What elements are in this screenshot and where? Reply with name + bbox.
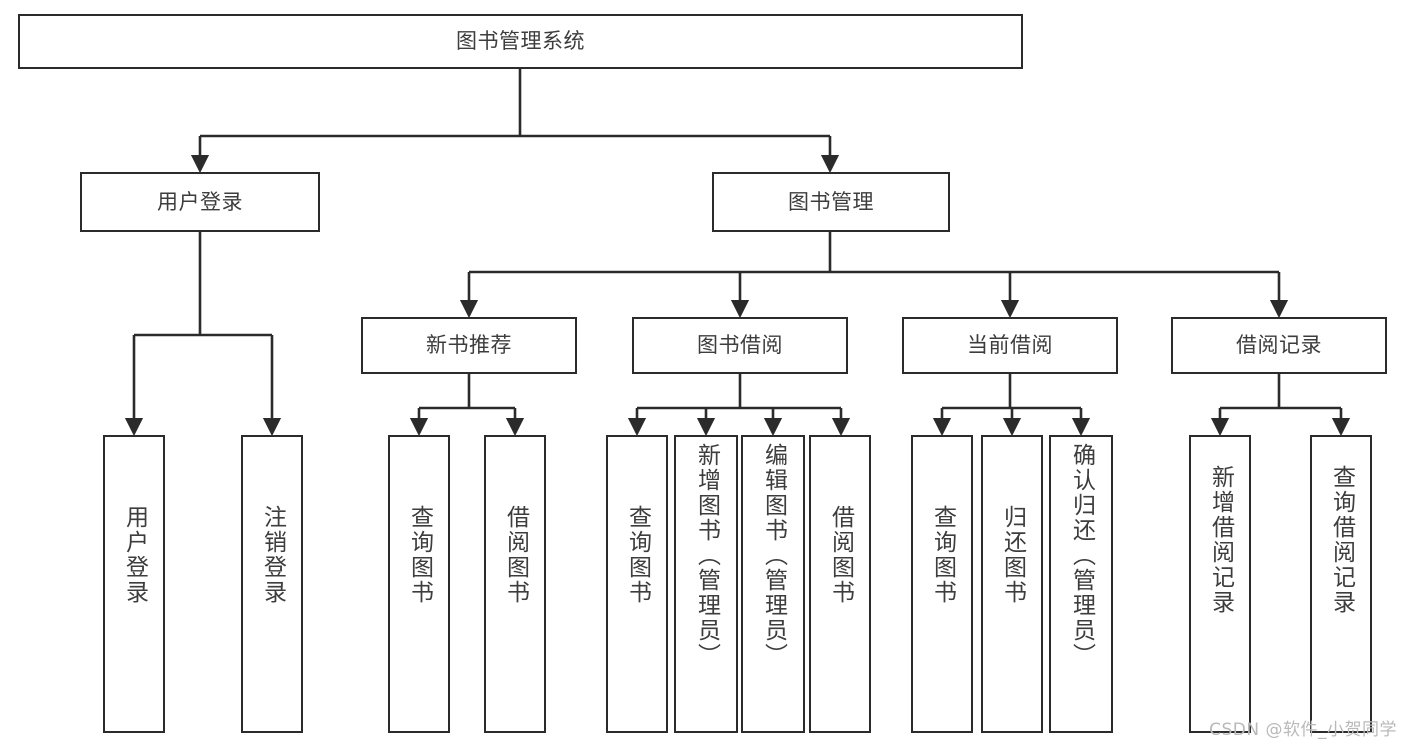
- node-new-book-recommend-label: 新书推荐: [426, 333, 512, 358]
- leaf-return-book[interactable]: 归还图书: [981, 435, 1043, 733]
- leaf-borrow-book-borrow[interactable]: 借阅图书: [809, 435, 871, 733]
- leaf-add-borrow-record[interactable]: 新增借阅记录: [1189, 435, 1251, 733]
- leaf-edit-book-admin[interactable]: 编辑图书（管理员）: [741, 435, 805, 733]
- node-user-login-label: 用户登录: [157, 189, 243, 214]
- leaf-query-book-borrow[interactable]: 查询图书: [606, 435, 668, 733]
- node-borrow-record-label: 借阅记录: [1236, 333, 1322, 358]
- node-root-label: 图书管理系统: [456, 29, 585, 54]
- node-root[interactable]: 图书管理系统: [18, 14, 1023, 69]
- leaf-borrow-book-borrow-label: 借阅图书: [827, 505, 854, 605]
- node-new-book-recommend[interactable]: 新书推荐: [361, 317, 577, 374]
- leaf-confirm-return-admin-label: 确认归还（管理员）: [1068, 443, 1095, 668]
- leaf-logout[interactable]: 注销登录: [241, 435, 303, 733]
- node-current-borrow[interactable]: 当前借阅: [902, 317, 1118, 374]
- leaf-borrow-book-newbook[interactable]: 借阅图书: [484, 435, 546, 733]
- node-user-login[interactable]: 用户登录: [80, 172, 320, 232]
- leaf-query-borrow-record-label: 查询借阅记录: [1328, 465, 1355, 615]
- leaf-query-book-current[interactable]: 查询图书: [911, 435, 973, 733]
- leaf-logout-label: 注销登录: [259, 505, 286, 605]
- leaf-query-book-newbook[interactable]: 查询图书: [388, 435, 450, 733]
- node-borrow-record[interactable]: 借阅记录: [1171, 317, 1387, 374]
- leaf-add-book-admin-label: 新增图书（管理员）: [693, 443, 720, 668]
- leaf-edit-book-admin-label: 编辑图书（管理员）: [760, 443, 787, 668]
- csdn-watermark: CSDN @软件_小贺同学: [1209, 720, 1397, 740]
- leaf-add-borrow-record-label: 新增借阅记录: [1207, 465, 1234, 615]
- leaf-query-book-current-label: 查询图书: [929, 505, 956, 605]
- leaf-user-login[interactable]: 用户登录: [103, 435, 165, 733]
- leaf-query-book-borrow-label: 查询图书: [624, 505, 651, 605]
- leaf-confirm-return-admin[interactable]: 确认归还（管理员）: [1049, 435, 1113, 733]
- leaf-return-book-label: 归还图书: [999, 505, 1026, 605]
- node-current-borrow-label: 当前借阅: [967, 333, 1053, 358]
- leaf-borrow-book-newbook-label: 借阅图书: [502, 505, 529, 605]
- leaf-add-book-admin[interactable]: 新增图书（管理员）: [674, 435, 738, 733]
- leaf-query-book-newbook-label: 查询图书: [406, 505, 433, 605]
- leaf-query-borrow-record[interactable]: 查询借阅记录: [1310, 435, 1372, 733]
- leaf-user-login-label: 用户登录: [121, 505, 148, 605]
- node-book-management-label: 图书管理: [788, 189, 874, 214]
- node-book-borrow-label: 图书借阅: [697, 333, 783, 358]
- node-book-management[interactable]: 图书管理: [712, 172, 950, 232]
- node-book-borrow[interactable]: 图书借阅: [632, 317, 848, 374]
